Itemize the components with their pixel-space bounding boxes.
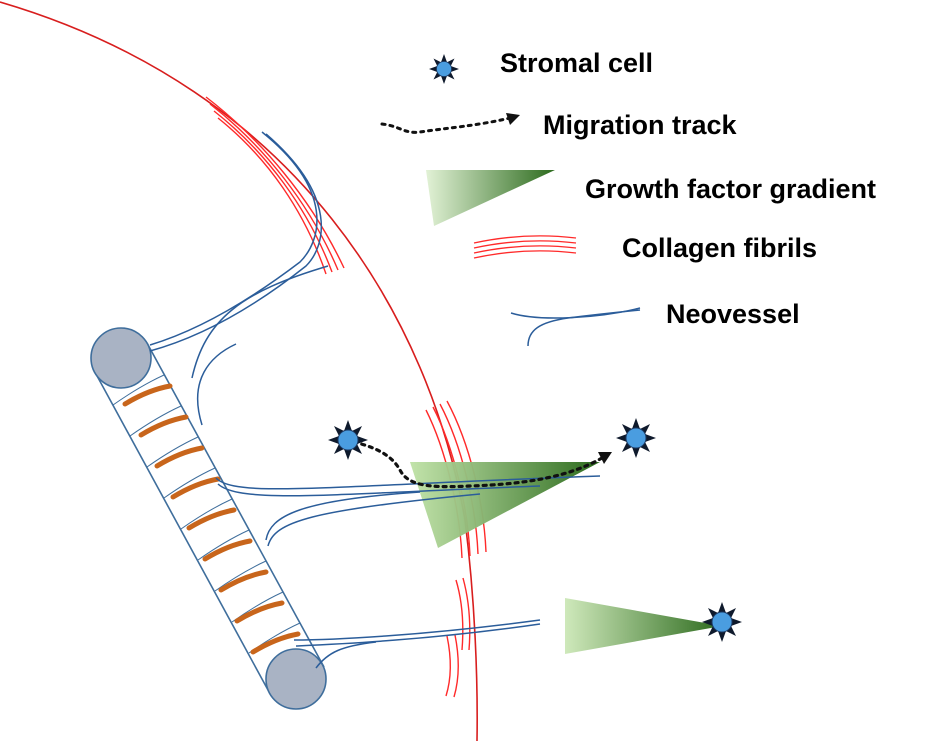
legend-label-growth-factor-gradient: Growth factor gradient [585,174,876,204]
vessel-cap-top [90,327,152,389]
migration-track [352,440,612,489]
legend-arrowhead [506,113,520,125]
star-cell-icon [428,53,460,85]
legend-growth-factor-gradient: Growth factor gradient [426,170,876,226]
vessel-cap-bottom [265,648,327,710]
wedge-gradient-icon [426,170,555,226]
vessel-wall-right [146,342,325,668]
collagen-fibrils-top [205,96,345,275]
legend-label-stromal-cell: Stromal cell [500,48,653,78]
growth-factor-gradient-middle [410,462,600,548]
legend-migration-track: Migration track [380,110,738,140]
legend-stromal-cell: Stromal cell [428,48,653,85]
parallel-arcs-icon [473,235,577,259]
branching-line-icon [510,307,641,347]
vessel-rings [112,374,301,654]
dotted-arrow-icon [380,116,512,134]
vessel-wall-left [95,373,269,691]
stromal-cell-left [327,419,369,461]
parent-vessel [90,327,327,710]
legend-neovessel: Neovessel [510,299,800,347]
migration-arrowhead [598,452,612,464]
growth-factor-gradient-lower [565,598,722,654]
legend-label-migration-track: Migration track [543,110,738,140]
legend-label-collagen-fibrils: Collagen fibrils [622,233,817,263]
neovessels [149,131,601,669]
tissue-boundary [0,1,478,741]
stromal-cell-right [615,417,657,459]
legend-collagen-fibrils: Collagen fibrils [473,233,817,263]
stromal-cell-lower [701,601,743,643]
pericyte-bands [122,383,301,655]
legend: Stromal cell Migration track Growth fact… [380,48,876,347]
collagen-fibrils-lower [445,577,471,698]
legend-label-neovessel: Neovessel [666,299,800,329]
